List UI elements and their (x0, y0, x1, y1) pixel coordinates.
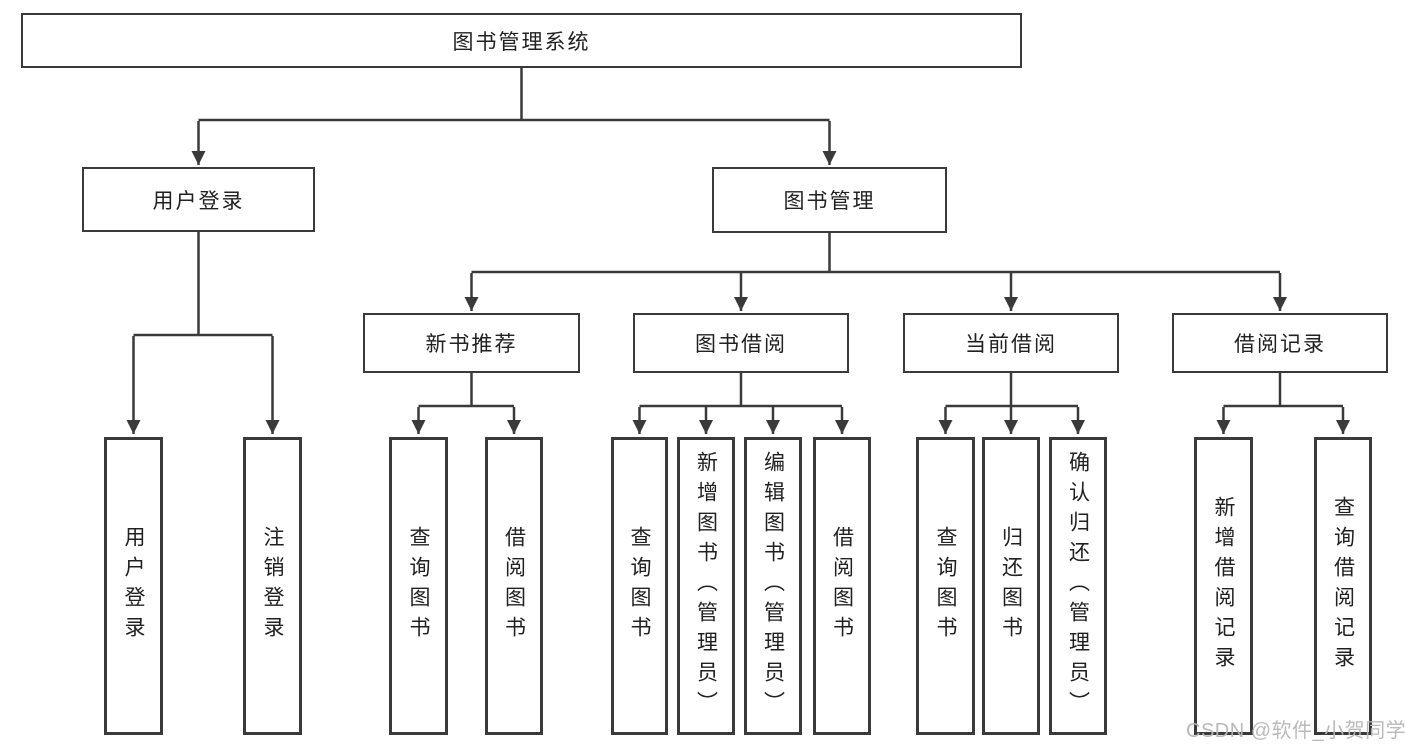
node-user-login: 用户登录 (82, 167, 315, 232)
node-book-borrowing: 图书借阅 (633, 313, 849, 373)
leaf-add-borrow-record: 新增借阅记录 (1194, 437, 1253, 735)
leaf-borrow-book-borrowing: 借阅图书 (813, 437, 871, 735)
node-book-management: 图书管理 (712, 167, 947, 233)
leaf-user-login: 用户登录 (104, 437, 163, 735)
leaf-query-book-current: 查询图书 (916, 437, 975, 735)
node-new-book-recommendation: 新书推荐 (363, 313, 580, 373)
leaf-edit-book-admin: 编辑图书（管理员） (744, 437, 802, 735)
leaf-logout: 注销登录 (243, 437, 302, 735)
leaf-confirm-return-admin: 确认归还（管理员） (1049, 437, 1107, 735)
node-current-borrowing: 当前借阅 (903, 313, 1119, 373)
node-borrowing-records: 借阅记录 (1172, 313, 1388, 373)
leaf-query-borrow-record: 查询借阅记录 (1314, 437, 1372, 735)
leaf-query-book-recommend: 查询图书 (389, 437, 448, 735)
csdn-watermark: CSDN @软件_小贺同学 (1186, 720, 1405, 742)
leaf-add-book-admin: 新增图书（管理员） (677, 437, 735, 735)
leaf-return-book: 归还图书 (982, 437, 1040, 735)
leaf-query-book-borrowing: 查询图书 (611, 437, 668, 735)
node-system-root: 图书管理系统 (21, 13, 1022, 68)
leaf-borrow-book-recommend: 借阅图书 (485, 437, 543, 735)
